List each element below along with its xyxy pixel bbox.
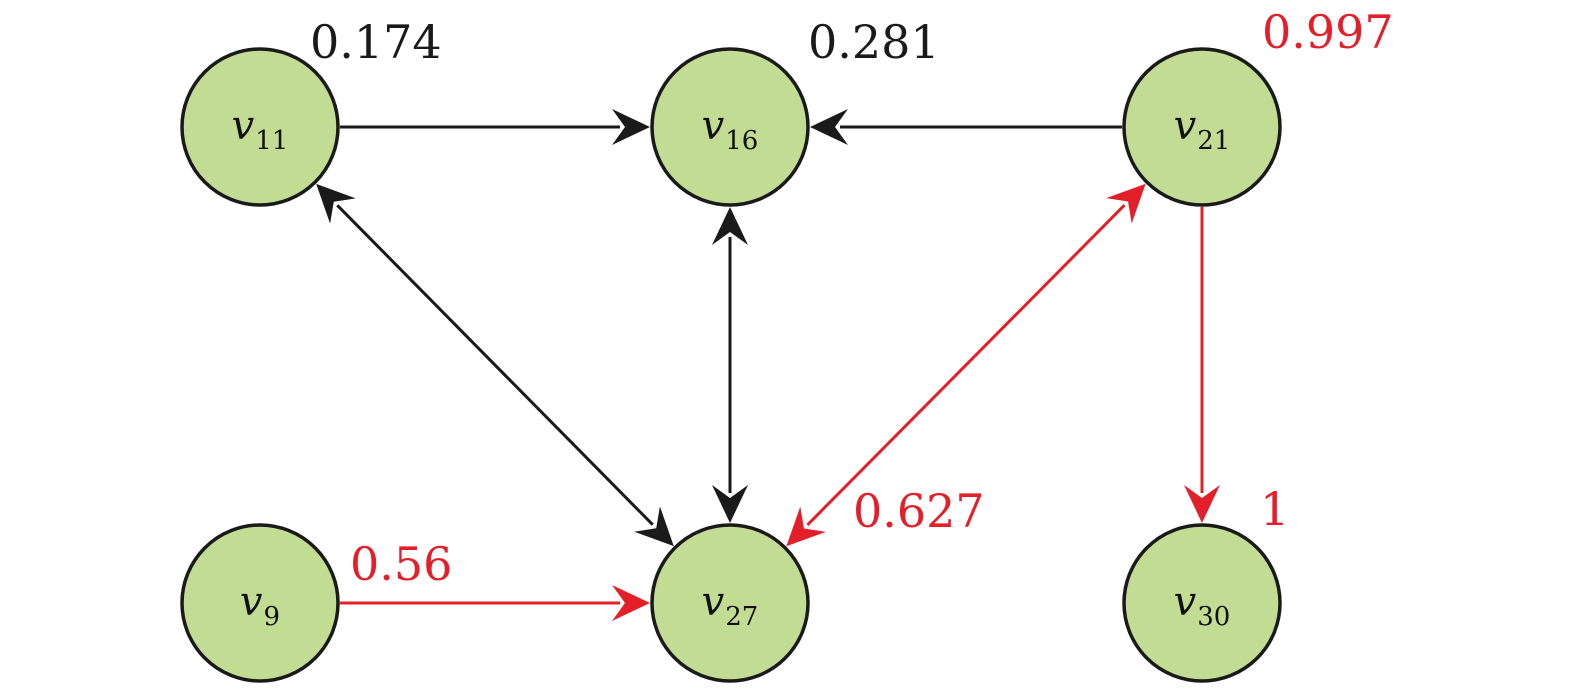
value-label-v16: 0.281	[808, 15, 940, 69]
arrowhead-icon	[712, 207, 748, 245]
node-circle	[180, 47, 340, 207]
node-circle	[650, 523, 810, 683]
edge-v21-v27	[786, 183, 1146, 547]
node-circle	[1122, 523, 1282, 683]
value-label-v27: 0.627	[853, 484, 985, 538]
node-v9: v9	[180, 523, 340, 683]
edge-v21-v30	[1184, 207, 1220, 523]
node-label: v27	[702, 579, 759, 632]
node-v11: v11	[180, 47, 340, 207]
value-label-v11: 0.174	[310, 15, 442, 69]
node-label: v30	[1174, 579, 1231, 632]
node-v30: v30	[1122, 523, 1282, 683]
node-label-main: v	[240, 579, 263, 625]
edge-line	[806, 204, 1126, 526]
value-label-v21: 0.997	[1262, 5, 1394, 59]
node-label-main: v	[702, 103, 725, 149]
node-label: v11	[232, 103, 289, 156]
arrowhead-icon	[612, 109, 650, 145]
node-circle	[650, 47, 810, 207]
node-label-subscript: 30	[1197, 602, 1230, 632]
node-label-subscript: 11	[255, 126, 288, 156]
node-v27: v27	[650, 523, 810, 683]
node-label-main: v	[1174, 103, 1197, 149]
edge-line	[336, 204, 654, 526]
edge-v16-v27	[712, 207, 748, 523]
labels-layer: 0.174 0.281 0.997 0.56 0.627 1	[310, 5, 1394, 591]
node-label-main: v	[702, 579, 725, 625]
node-label-subscript: 16	[725, 126, 758, 156]
arrowhead-icon	[612, 585, 650, 621]
arrowhead-icon	[1106, 183, 1146, 224]
node-label: v16	[702, 103, 759, 156]
node-label: v21	[1174, 103, 1231, 156]
node-v16: v16	[650, 47, 810, 207]
node-label-main: v	[1174, 579, 1197, 625]
arrowhead-icon	[1184, 485, 1220, 523]
node-v21: v21	[1122, 47, 1282, 207]
edge-v11-v16	[340, 109, 650, 145]
edge-v9-v27	[340, 585, 650, 621]
edge-v11-v27	[316, 183, 674, 547]
arrowhead-icon	[786, 506, 826, 547]
node-label-subscript: 9	[264, 602, 281, 632]
node-circle	[1122, 47, 1282, 207]
arrowhead-icon	[634, 506, 674, 547]
node-circle	[180, 523, 340, 683]
node-label-main: v	[232, 103, 255, 149]
arrowhead-icon	[712, 485, 748, 523]
edges-layer	[316, 109, 1220, 621]
arrowhead-icon	[316, 183, 356, 224]
node-label: v9	[240, 579, 280, 632]
node-label-subscript: 27	[725, 602, 758, 632]
arrowhead-icon	[810, 109, 848, 145]
value-label-v30: 1	[1260, 482, 1289, 536]
node-label-subscript: 21	[1197, 126, 1230, 156]
edge-v21-v16	[810, 109, 1122, 145]
value-label-v9: 0.56	[350, 537, 452, 591]
